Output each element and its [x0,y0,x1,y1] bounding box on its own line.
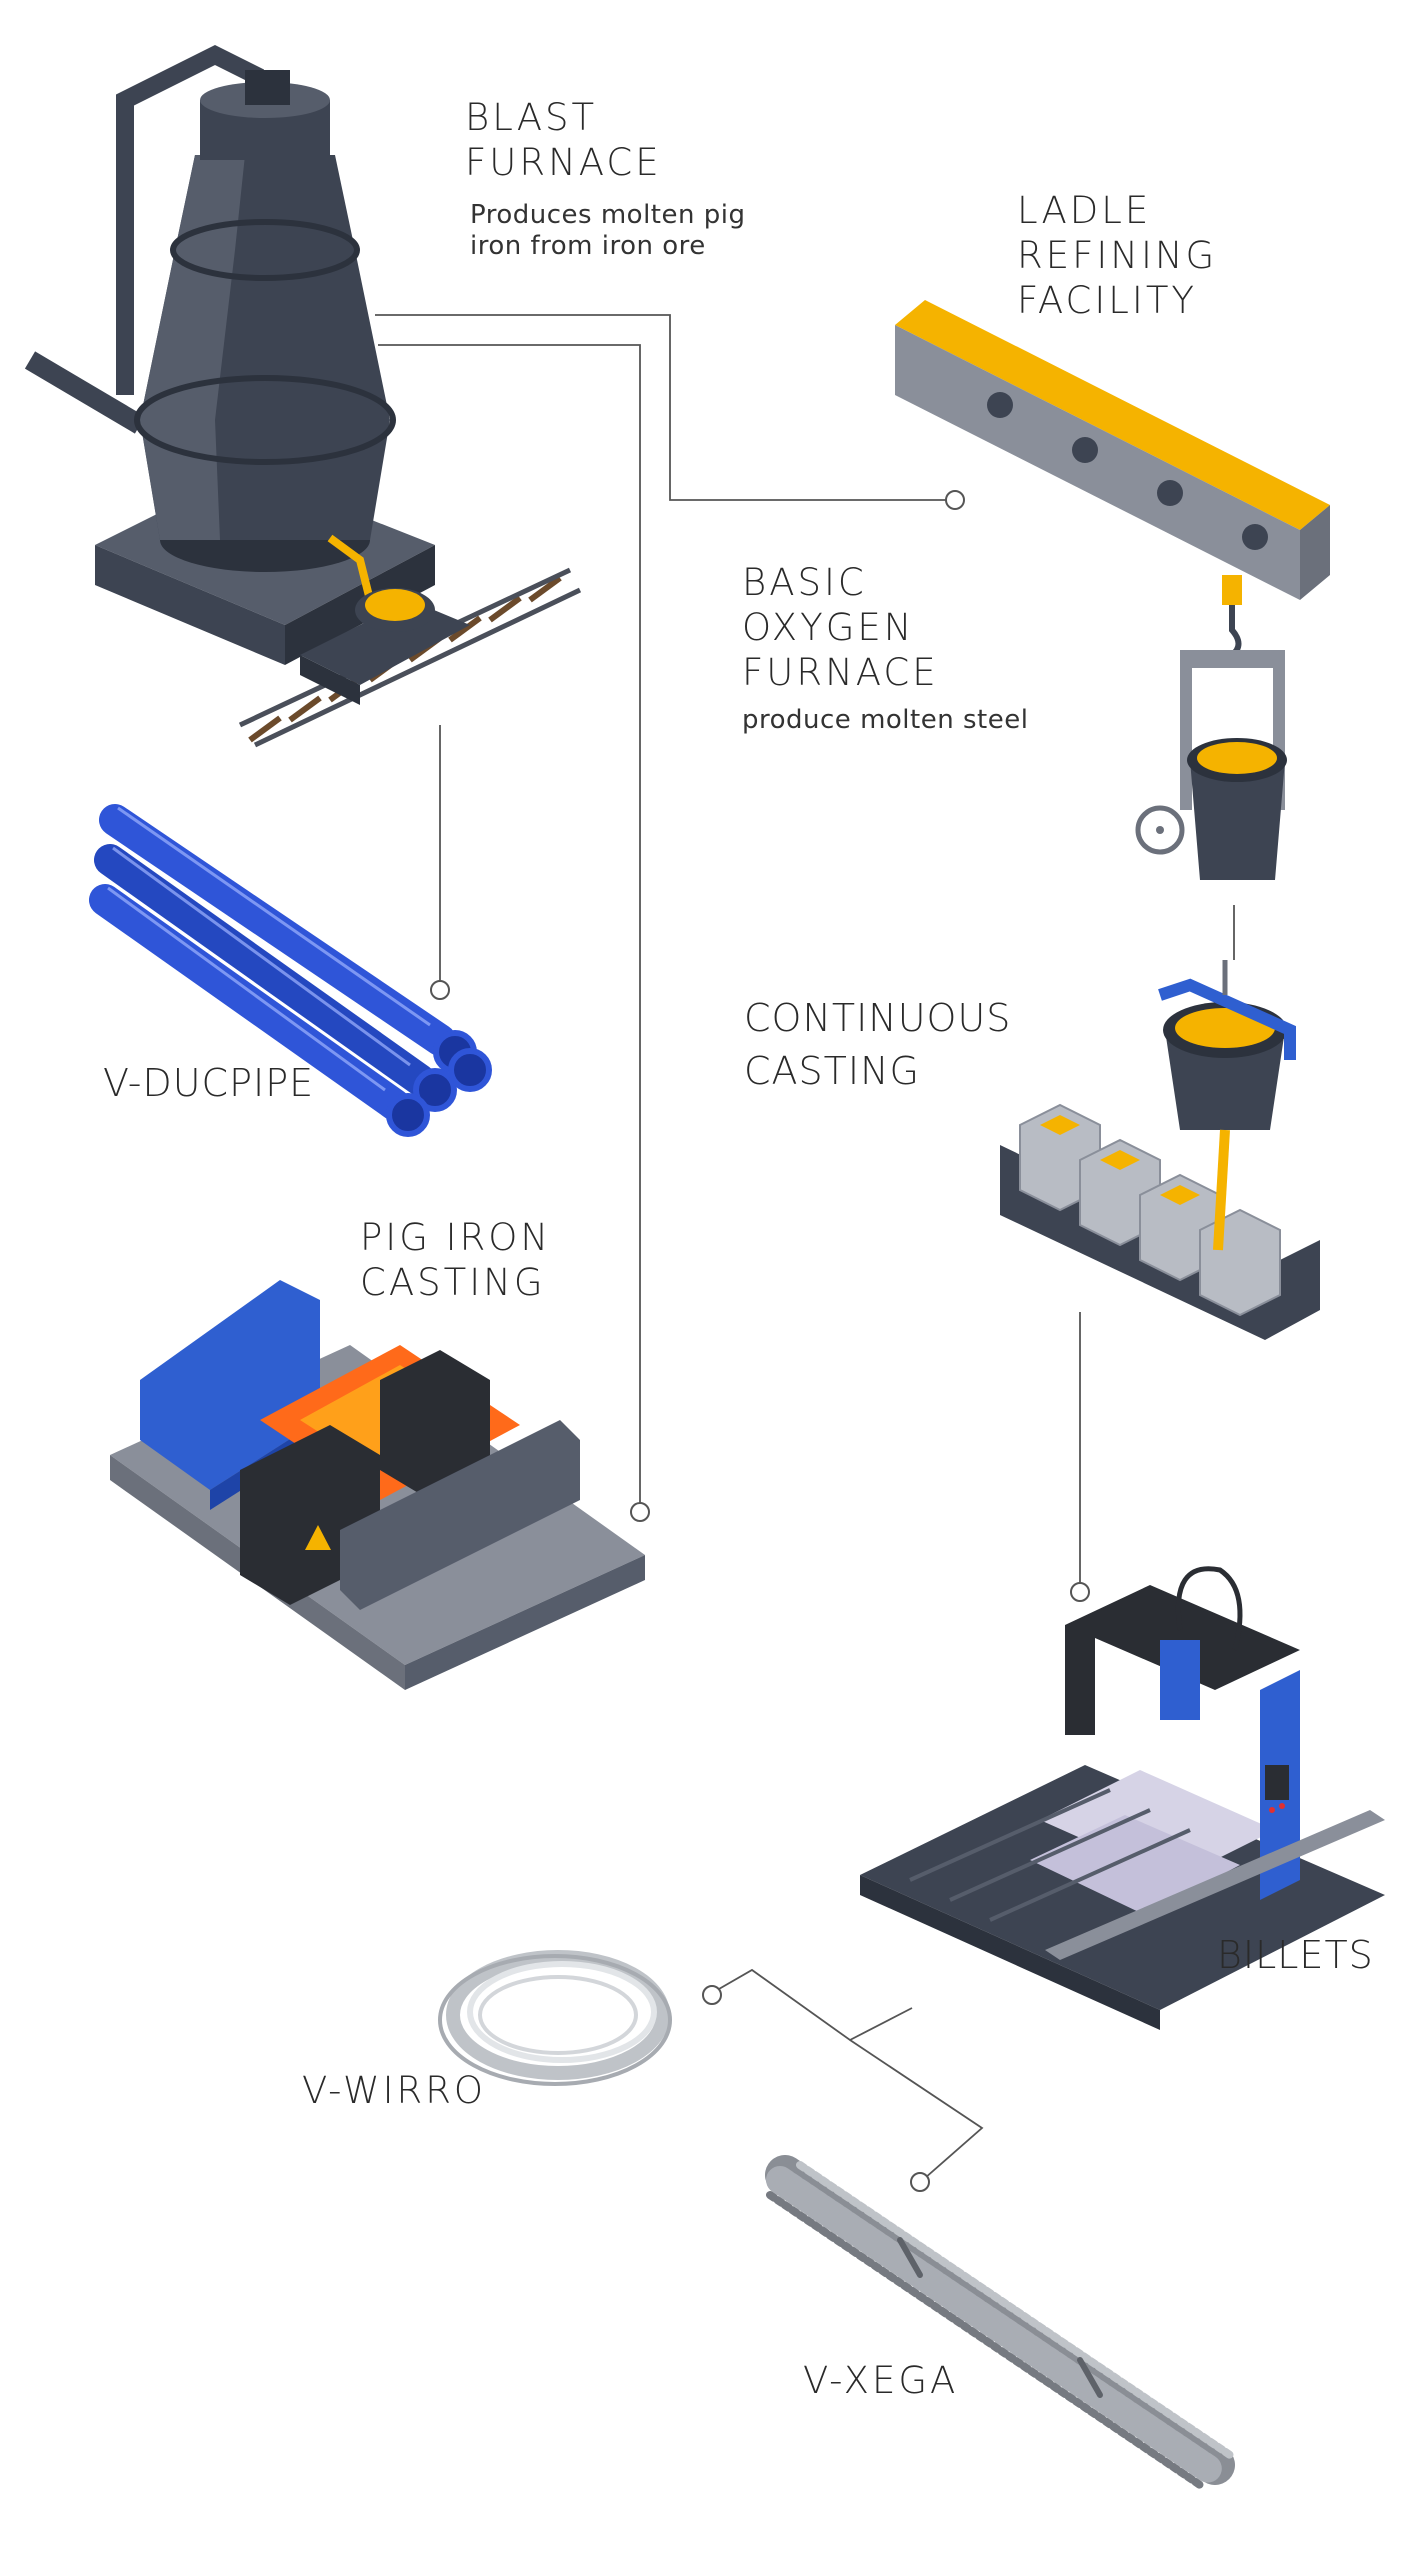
xega-illustration [765,2155,1235,2489]
blast-furnace-illustration [24,44,582,748]
v-wirro-title: V-WIRRO [302,2069,487,2112]
connector-node-pig-iron [630,1502,650,1522]
pig-iron-casting-illustration [110,1280,645,1690]
connector-furnace-to-pig-iron [378,344,641,1512]
basic-oxygen-furnace-title: BASIC OXYGEN FURNACE [742,561,939,695]
v-xega-title: V-XEGA [803,2359,959,2402]
blast-furnace-title: BLAST FURNACE [465,96,662,185]
connector-node-xega [910,2172,930,2192]
connector-furnace-to-ladle [375,314,955,501]
blast-furnace-description: Produces molten pig iron from iron ore [470,200,746,262]
ladle-refining-illustration [895,300,1330,880]
connector-lines [375,314,1235,2192]
ducpipe-illustration [89,804,492,1137]
v-ducpipe-title: V-DUCPIPE [103,1061,315,1105]
basic-oxygen-furnace-description: produce molten steel [742,705,1029,735]
billets-title: BILLETS [1217,1933,1374,1977]
connector-node-billets [1070,1582,1090,1602]
pig-iron-casting-title: PIG IRON CASTING [360,1216,552,1305]
ladle-refining-title: LADLE REFINING FACILITY [1017,189,1218,323]
connector-node-wirro [702,1985,722,2005]
connector-to-wirro [711,1968,913,2042]
continuous-casting-title: CONTINUOUS CASTING [744,996,1012,1094]
connector-node-ducpipe [430,980,450,1000]
continuous-casting-illustration [1000,960,1320,1340]
connector-node-ladle [945,490,965,510]
wirro-illustration [438,1950,672,2086]
billets-illustration [860,1566,1385,2030]
connector-to-xega [849,2039,984,2179]
